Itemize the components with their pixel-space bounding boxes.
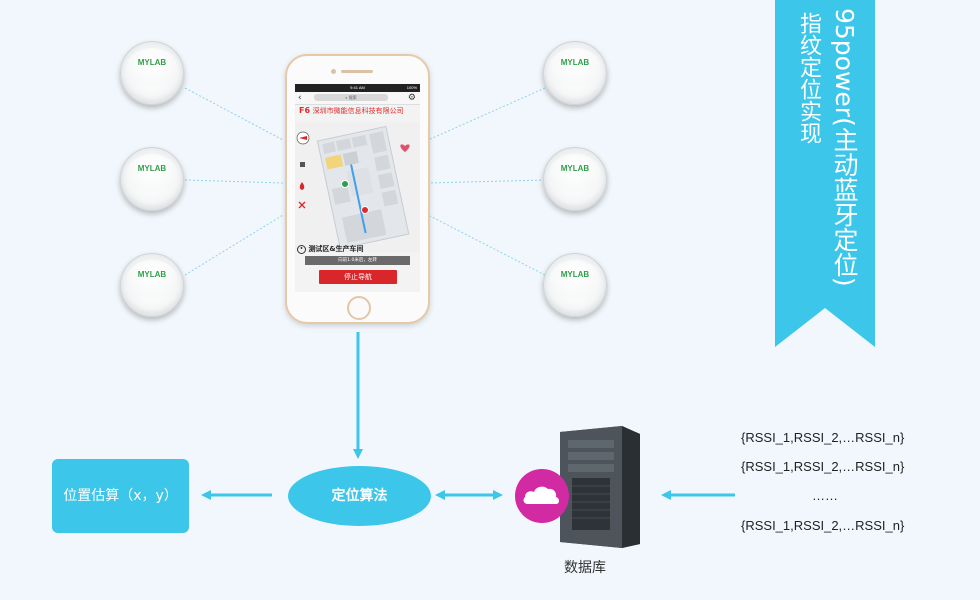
beacon-device: MYLAB [543,253,607,317]
smartphone: 9:41 AM 100% ‹ ⌕ 搜索 ⚙ F6 深圳市微能信息科技有限公司 [285,54,430,324]
beacon-device: MYLAB [543,147,607,211]
destination-label: • 测试区&生产车间 [297,244,364,254]
beacon-device: MYLAB [120,253,184,317]
navigation-hint: 向前1.0米后，左转 [305,256,410,265]
rssi-vector-line: {RSSI_1,RSSI_2,…RSSI_n} [741,518,905,533]
destination-marker [361,206,369,214]
gear-icon[interactable]: ⚙ [407,93,416,103]
camera-dot [331,69,336,74]
title-ribbon [775,0,875,347]
search-input[interactable]: ⌕ 搜索 [314,94,388,101]
map-toolbar: ‹ ⌕ 搜索 ⚙ [295,92,420,105]
beacon-logo: MYLAB [560,270,590,279]
phone-screen: 9:41 AM 100% ‹ ⌕ 搜索 ⚙ F6 深圳市微能信息科技有限公司 [295,84,420,292]
ribbon-title-main: 95power(主动蓝牙定位) [830,8,859,287]
rssi-vector-line: {RSSI_1,RSSI_2,…RSSI_n} [741,459,905,474]
heart-icon[interactable] [400,144,410,152]
status-bar: 9:41 AM 100% [295,84,420,92]
stairs-icon [300,162,305,167]
beacon-logo: MYLAB [137,58,167,67]
search-icon: ⌕ [345,95,349,100]
beacon-logo: MYLAB [137,270,167,279]
beacon-logo: MYLAB [560,164,590,173]
cloud-icon [523,486,559,504]
restaurant-icon [298,201,306,209]
rssi-ellipsis: …… [812,488,838,503]
water-drop-icon [299,182,305,190]
back-icon[interactable]: ‹ [298,93,302,103]
floor-company-bar: F6 深圳市微能信息科技有限公司 [299,106,404,115]
database-label: 数据库 [564,560,606,576]
rssi-vector-line: {RSSI_1,RSSI_2,…RSSI_n} [741,430,905,445]
beacon-logo: MYLAB [137,164,167,173]
beacon-logo: MYLAB [560,58,590,67]
beacon-device: MYLAB [120,41,184,105]
stop-navigation-button[interactable]: 停止导航 [319,270,397,284]
indoor-map[interactable] [295,122,420,252]
home-button[interactable] [347,296,371,320]
location-pin-icon: • [297,244,306,254]
beacon-device: MYLAB [543,41,607,105]
ribbon-title-sub: 指纹定位实现 [796,12,821,144]
database-server [515,426,640,548]
positioning-algorithm-ellipse: 定位算法 [288,466,431,526]
beacon-signal-lines [184,87,546,276]
position-estimate-box: 位置估算（x，y） [52,459,189,533]
user-location-marker [341,180,349,188]
speaker-slot [341,70,373,73]
beacon-device: MYLAB [120,147,184,211]
